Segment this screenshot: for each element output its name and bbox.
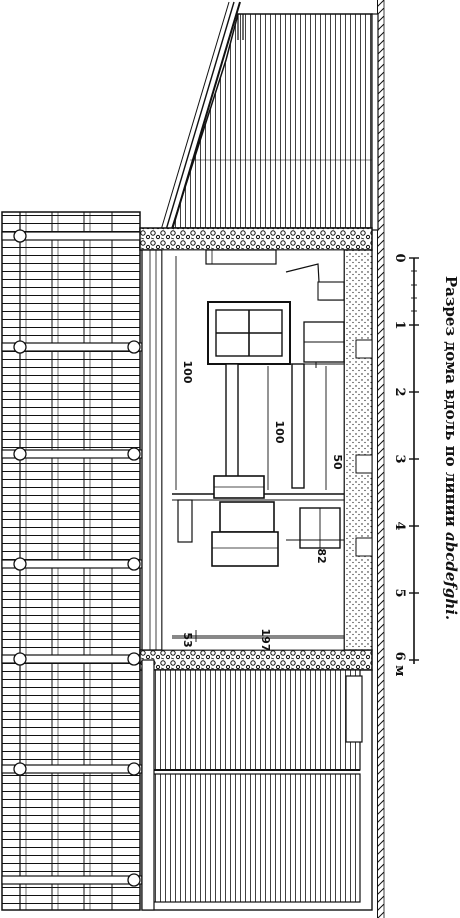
dimension-label: 197 bbox=[259, 629, 272, 652]
scale-tick-label: 0 bbox=[392, 253, 407, 262]
dimension-label: 53 bbox=[181, 632, 194, 647]
dimension-label: 100 bbox=[273, 421, 286, 444]
caption-line-label: abcdefghi. bbox=[442, 532, 460, 620]
dimension-label: 50 bbox=[331, 454, 344, 470]
dimension-lines bbox=[172, 256, 344, 642]
scale-tick-label: 5 bbox=[392, 588, 407, 597]
upper-gable bbox=[170, 13, 379, 231]
ceiling-boards bbox=[141, 249, 163, 651]
roof-slope bbox=[160, 1, 241, 231]
lower-section bbox=[141, 659, 373, 911]
dimension-label: 100 bbox=[181, 361, 194, 384]
top-log-wall bbox=[139, 227, 373, 251]
bottom-log-wall bbox=[139, 649, 373, 671]
scale-bar bbox=[409, 257, 419, 664]
scale-tick-label: 1 bbox=[392, 320, 407, 329]
caption-text: Разрез дома вдоль по линии bbox=[442, 276, 460, 532]
roof-rafters bbox=[1, 229, 143, 887]
ground-line bbox=[377, 0, 385, 918]
scale-tick-label: 2 bbox=[392, 387, 407, 396]
scale-tick-label: 3 bbox=[392, 454, 407, 463]
interior bbox=[161, 249, 345, 651]
dimension-label: 82 bbox=[315, 548, 328, 563]
scale-tick-label: 4 bbox=[392, 521, 407, 530]
floor-fill bbox=[343, 249, 373, 651]
figure-caption: Разрез дома вдоль по линии abcdefghi. bbox=[442, 276, 460, 620]
scale-tick-label: 6 м bbox=[392, 652, 407, 677]
